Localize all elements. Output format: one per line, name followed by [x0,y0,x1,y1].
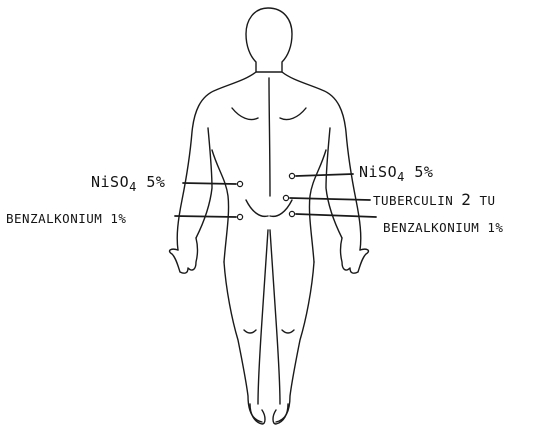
label-niso4-left-tail: 5% [137,173,166,191]
label-niso4-right-tail: 5% [405,163,434,181]
label-niso4-left: NiSO4 5% [91,173,165,194]
site-marker-right-upper [289,173,294,178]
right-leg-inner [270,230,280,404]
left-waist [212,150,229,262]
right-scapula [280,108,306,120]
site-marker-left-upper [237,181,242,186]
buttock-crease-left [246,200,268,216]
site-marker-right-lower [289,211,294,216]
leader-line-left-upper [183,183,236,184]
leader-line-right-lower [296,214,376,217]
left-leg-outer [224,262,262,422]
label-niso4-left-sub: 4 [129,180,137,194]
site-marker-right-middle [283,195,288,200]
label-tuberculin: TUBERCULIN 2 TU [373,190,496,209]
right-waist [309,150,326,262]
test-site-markers [237,173,294,219]
label-benzalkonium-right-text: BENZALKONIUM 1% [383,220,503,235]
label-tuberculin-post: TU [471,193,495,208]
label-niso4-right-sub: 4 [397,170,405,184]
left-scapula [232,108,258,120]
right-leg-outer [276,262,314,422]
leader-line-right-middle [290,198,370,200]
label-benzalkonium-left-text: BENZALKONIUM 1% [6,211,126,226]
label-niso4-left-main: NiSO [91,173,129,191]
leader-line-right-upper [296,174,353,176]
right-inner-arm [326,128,342,238]
label-benzalkonium-right: BENZALKONIUM 1% [383,220,503,235]
head-outline [246,8,292,72]
right-knee-detail [282,330,294,333]
label-niso4-right: NiSO4 5% [359,163,433,184]
left-leg-inner [258,230,268,404]
buttock-crease-right [270,200,292,216]
label-benzalkonium-left: BENZALKONIUM 1% [6,211,126,226]
leader-line-left-lower [175,216,236,217]
left-hand [170,238,198,273]
label-tuberculin-pre: TUBERCULIN [373,193,461,208]
right-hand [341,238,369,273]
leader-lines [175,174,376,217]
left-knee-detail [244,330,256,333]
label-tuberculin-num: 2 [461,190,471,209]
torso-left-outline [177,72,256,250]
torso-right-outline [282,72,361,250]
spine-line [269,78,270,196]
label-niso4-right-main: NiSO [359,163,397,181]
site-marker-left-lower [237,214,242,219]
